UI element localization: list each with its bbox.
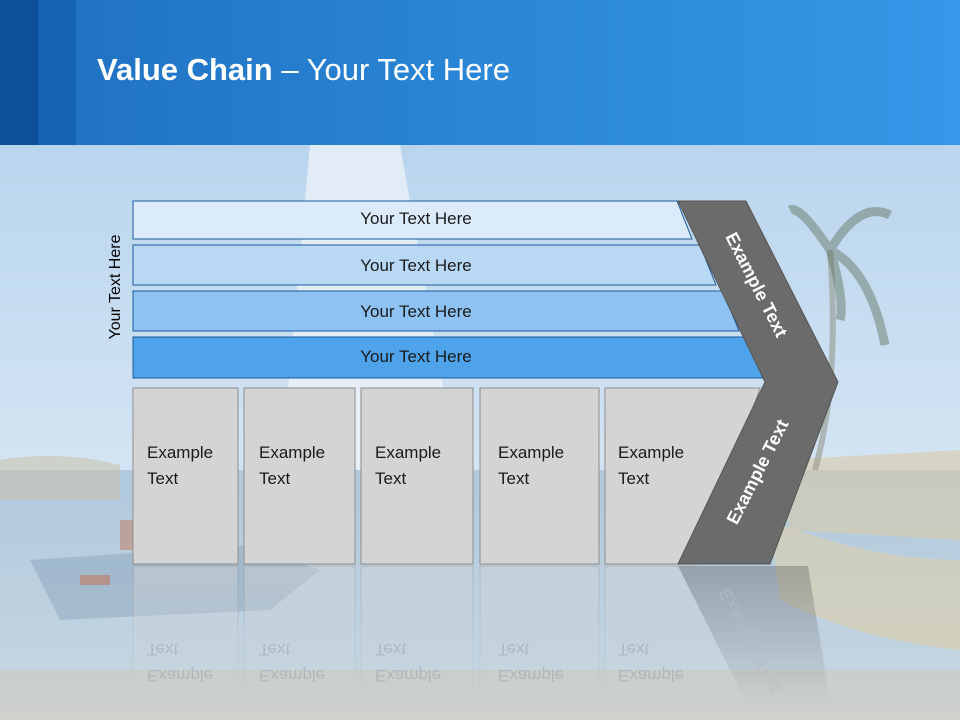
bar-label: Your Text Here: [360, 256, 472, 275]
bar-shape: [132, 244, 717, 286]
box-shape: [132, 387, 239, 565]
bar-label: Your Text Here: [360, 209, 472, 228]
header-accent-strip: [0, 0, 38, 145]
chevron-shape: [677, 200, 839, 565]
bar-shape: [132, 290, 740, 332]
header-band: [0, 0, 960, 145]
box-shape: [479, 387, 600, 565]
box-shape: [360, 387, 474, 565]
header-accent-strip: [38, 0, 76, 145]
slide-title: Value Chain – Your Text Here: [97, 52, 510, 88]
title-bold: Value Chain: [97, 52, 273, 87]
bar-label: Your Text Here: [360, 302, 472, 321]
title-rest: – Your Text Here: [272, 52, 510, 87]
reflection: [132, 565, 834, 720]
bar-label: Your Text Here: [360, 347, 472, 366]
box-shape: [243, 387, 356, 565]
bar-shape: [132, 200, 693, 240]
